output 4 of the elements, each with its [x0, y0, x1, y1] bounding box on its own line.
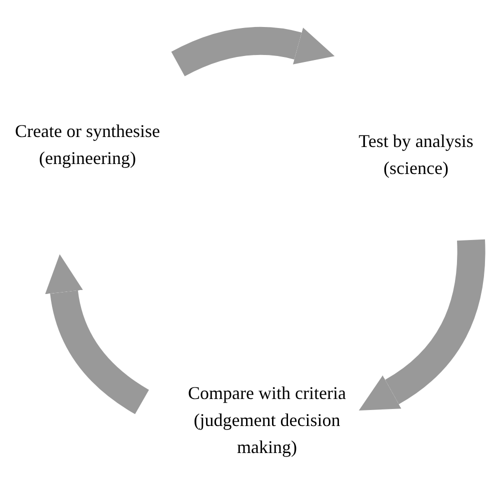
node-label: Test by analysis (science) [345, 128, 487, 182]
node-label: Create or synthesise (engineering) [10, 118, 165, 172]
curved-arrow [360, 240, 486, 412]
node-label: Compare with criteria (judgement decision making) [178, 380, 356, 461]
